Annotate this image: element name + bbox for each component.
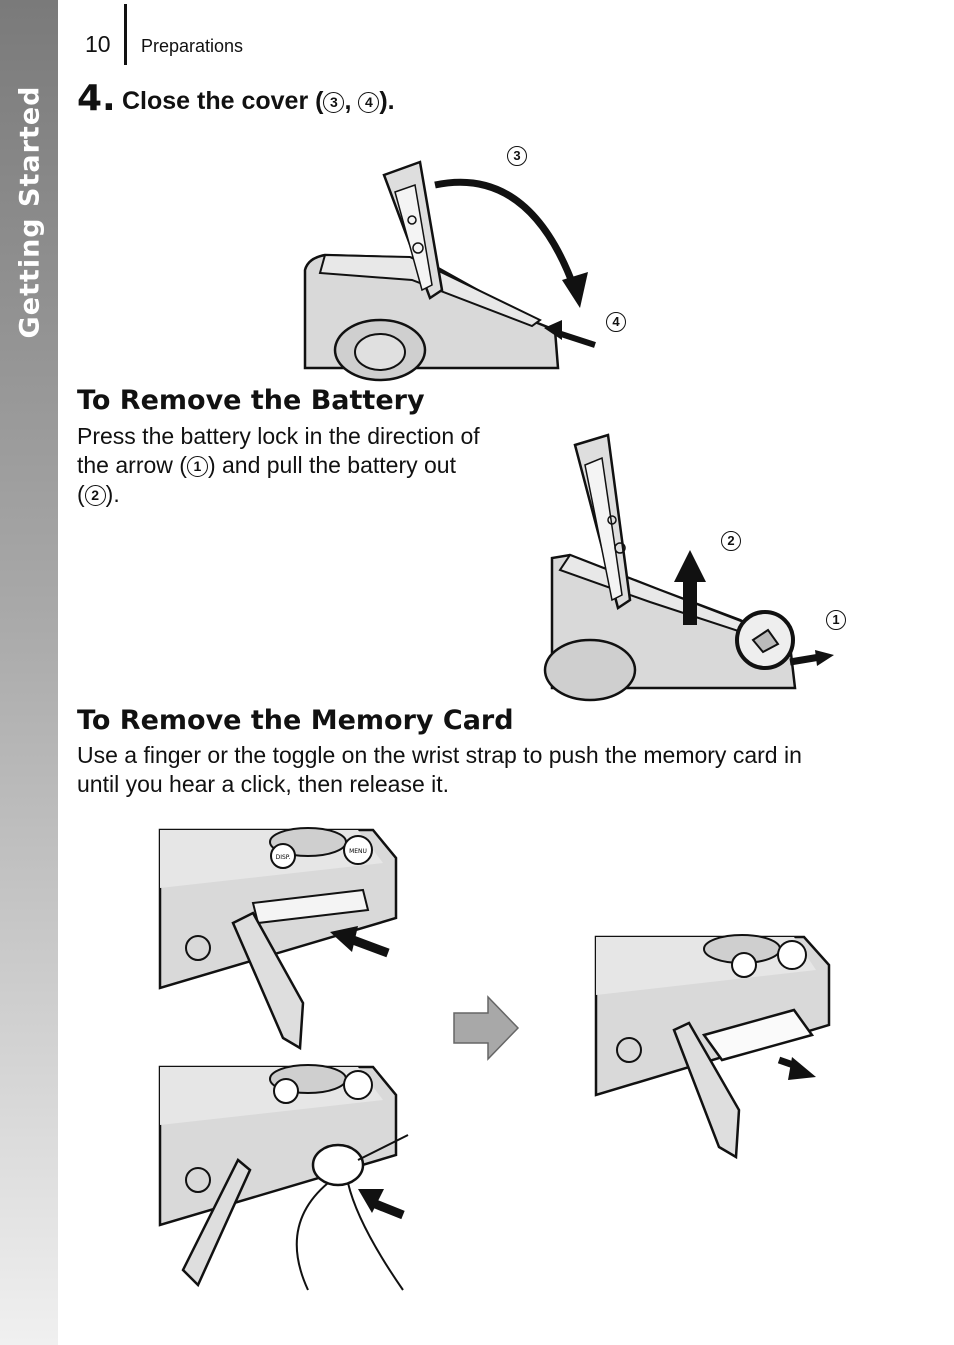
step-separator: , <box>344 87 359 115</box>
callout-2: 2 <box>721 531 741 551</box>
circled-marker-3: 3 <box>323 92 345 113</box>
side-tab: Getting Started <box>0 0 58 1345</box>
callout-4: 4 <box>606 312 626 332</box>
disp-button-label: DISP. <box>276 854 291 861</box>
memory-card-instructions: Use a finger or the toggle on the wrist … <box>77 741 802 799</box>
memory-card-line-1: Use a finger or the toggle on the wrist … <box>77 742 802 768</box>
step-text-before: Close the cover ( <box>122 87 324 115</box>
figure-close-cover <box>303 160 596 382</box>
figure-push-card-finger: MENU DISP. <box>158 827 398 1051</box>
figure-push-card-strap <box>158 1064 409 1291</box>
side-tab-label: Getting Started <box>14 85 46 339</box>
step-instruction: Close the cover (3, 4). <box>122 87 395 116</box>
header-divider <box>124 4 127 65</box>
heading-remove-battery: To Remove the Battery <box>77 385 425 416</box>
callout-3: 3 <box>507 146 527 166</box>
battery-instructions: Press the battery lock in the direction … <box>77 422 480 509</box>
circled-marker-2: 2 <box>84 485 106 506</box>
heading-remove-memory-card: To Remove the Memory Card <box>77 705 514 736</box>
memory-card-line-2: until you hear a click, then release it. <box>77 771 450 797</box>
section-label: Preparations <box>141 36 244 56</box>
figure-remove-battery <box>543 433 834 702</box>
circled-marker-4: 4 <box>358 92 380 113</box>
step-text-after: ). <box>379 87 395 115</box>
battery-line-3: (2). <box>77 481 120 507</box>
step-number: 4. <box>77 78 116 119</box>
circled-marker-1: 1 <box>186 456 208 477</box>
transition-arrow-icon <box>453 995 520 1061</box>
page-number: 10 <box>85 31 111 57</box>
menu-button-label: MENU <box>349 848 367 855</box>
figure-card-ejected <box>594 934 831 1160</box>
callout-1: 1 <box>826 610 846 630</box>
battery-line-2: the arrow (1) and pull the battery out <box>77 452 456 478</box>
battery-line-1: Press the battery lock in the direction … <box>77 423 480 449</box>
